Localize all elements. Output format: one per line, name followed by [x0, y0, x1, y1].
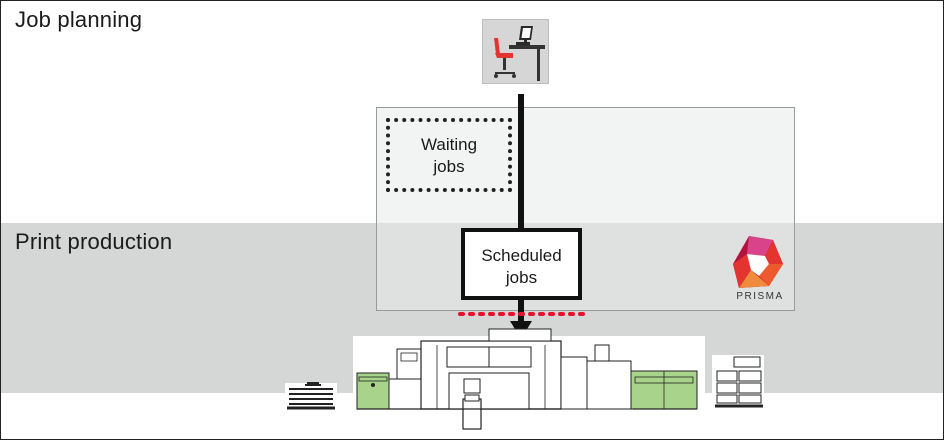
paper-stack-icon — [285, 382, 337, 411]
waiting-jobs-label-2: jobs — [433, 157, 465, 176]
scheduled-jobs-box: Scheduled jobs — [461, 228, 582, 300]
prisma-wordmark: PRISMA — [736, 291, 784, 302]
job-planning-label: Job planning — [15, 7, 143, 32]
job-flow-line — [518, 94, 524, 230]
scheduled-jobs-label-2: jobs — [505, 268, 538, 287]
workstation-icon — [494, 26, 545, 81]
scheduled-jobs-label-1: Scheduled — [481, 246, 562, 265]
workstation-tile — [482, 19, 549, 84]
waiting-jobs-label-1: Waiting — [420, 135, 478, 154]
print-production-label: Print production — [15, 229, 173, 254]
waiting-jobs-box: Waiting jobs — [386, 118, 512, 192]
arrow-to-printer — [518, 299, 524, 321]
prisma-scheduler-panel — [376, 107, 795, 311]
prisma-logo-icon — [733, 236, 783, 288]
printing-press-icon — [353, 328, 705, 430]
output-stack-icon — [712, 355, 764, 411]
